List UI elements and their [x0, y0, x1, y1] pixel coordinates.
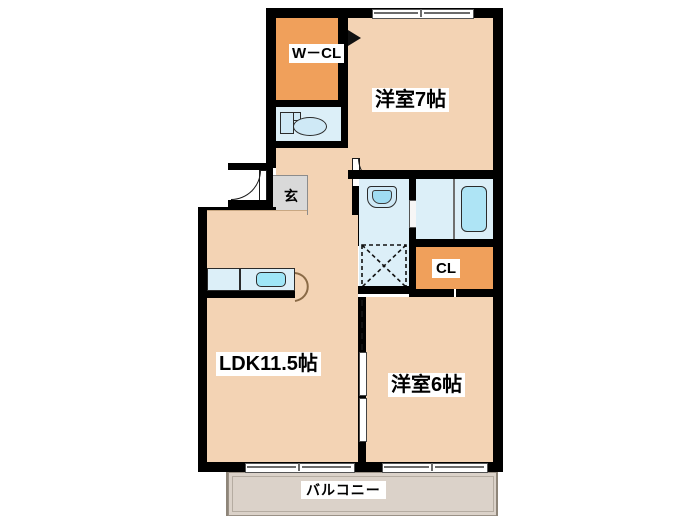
washing-machine-space-icon: [361, 244, 407, 288]
window-ldk-rail: [247, 466, 296, 468]
sliding-door-track-upper: [361, 300, 363, 350]
entrance-door-swing-arc: [231, 170, 261, 200]
ldk-upper-cabinet-strip: [207, 210, 307, 218]
sliding-door-panel-upper[interactable]: [359, 352, 367, 396]
window-washitsu7-rail2: [424, 12, 470, 14]
window-washitsu7-rail: [374, 12, 418, 14]
wcl-label: W－CL: [289, 44, 345, 64]
window-ldk-mullion: [298, 463, 300, 471]
window-washitsu7: [372, 9, 474, 19]
wall-toilet-right: [341, 107, 348, 148]
washitsu7-label: 洋室7帖: [372, 88, 450, 112]
wash-basin-bowl-icon: [372, 190, 392, 204]
bathroom-divider: [453, 179, 455, 239]
wall-upper-bottom-mid: [348, 170, 503, 179]
wall-entrance-sill: [228, 200, 272, 207]
cl-door-split-line: [454, 289, 456, 297]
window-washitsu6-mullion: [431, 463, 433, 471]
kitchen-counter-divider: [239, 268, 241, 291]
toilet-bowl-icon: [293, 117, 327, 136]
window-washitsu6-rail: [384, 466, 429, 468]
washitsu6-label: 洋室6帖: [388, 373, 466, 397]
balcony-label: バルコニー: [301, 481, 386, 499]
balcony-rail-left: [226, 472, 228, 516]
wall-cl-bottom: [409, 289, 503, 297]
wall-upper-left-wcl: [266, 8, 276, 168]
genkan-label: 玄: [284, 188, 298, 204]
wall-genkan-left: [266, 148, 273, 245]
window-washitsu6: [382, 463, 488, 473]
window-washitsu7-mullion: [420, 9, 422, 17]
wall-toilet-bottom: [266, 141, 348, 148]
balcony-inner-edge: [232, 476, 494, 512]
window-ldk: [245, 463, 355, 473]
wall-ldk-left: [198, 207, 207, 462]
kitchen-counter-end-curve: [294, 272, 309, 302]
sliding-door-panel-lower[interactable]: [359, 398, 367, 442]
wcl-door-marker-icon: [348, 30, 361, 46]
balcony-rail-right: [496, 472, 498, 516]
window-ldk-rail2: [302, 466, 351, 468]
ldk-label: LDK11.5帖: [216, 352, 321, 376]
wall-bathroom-bottom: [409, 239, 503, 247]
wall-entrance-header: [228, 163, 272, 170]
wall-wcl-bottom: [266, 100, 348, 107]
cl-label: CL: [432, 259, 460, 278]
window-washitsu6-rail2: [435, 466, 484, 468]
toilet-tank-icon: [280, 112, 294, 134]
room-ldk-notch: [312, 245, 358, 285]
wall-washroom-right: [409, 179, 416, 289]
wall-washroom-bottom: [352, 286, 416, 294]
kitchen-sink-icon: [256, 272, 286, 287]
kitchen-counter-base: [207, 290, 295, 298]
bathtub-icon: [461, 186, 487, 232]
